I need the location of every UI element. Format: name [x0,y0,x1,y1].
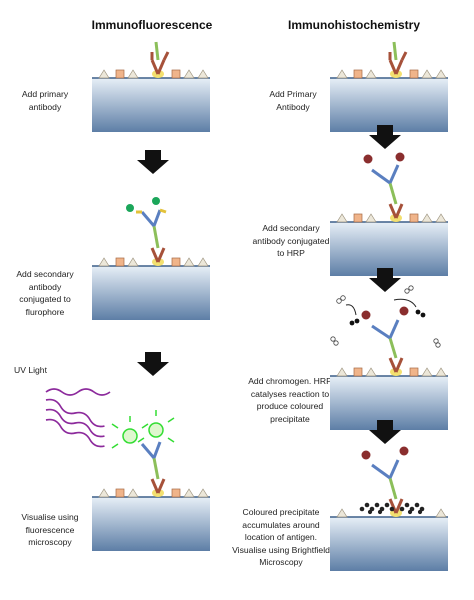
ihc-slide-1 [330,77,448,132]
if-primary-antibody-1 [150,41,170,78]
if-antigens-1 [98,69,209,79]
label-ihc-add-primary: Add Primary Antibody [269,89,317,112]
if-slide-2 [92,265,210,320]
ihc-antigens-1 [336,69,447,79]
if-slide-3 [92,496,210,551]
arrow-ihc-2 [369,268,401,292]
if-antibody-complex-3 [140,441,166,497]
label-ihc-precipitate: Coloured precipitate accumulates around … [232,507,330,567]
if-antigens-2 [98,257,209,267]
arrow-ihc-1 [369,125,401,149]
label-ihc-chromogen: Add chromogen. HRP catalyses reaction to… [248,376,332,424]
ihc-antigens-2 [336,213,447,223]
if-antibody-complex-2 [126,197,167,266]
arrow-if-1 [137,150,169,174]
if-antigens-3 [98,488,209,498]
ihc-slide-4 [330,516,448,571]
right-column-title: Immunohistochemistry [287,18,421,32]
ihc-antibody-complex-3 [361,306,409,376]
ihc-chromogen-reaction [330,285,441,348]
if-slide-1 [92,77,210,132]
ihc-antibody-complex-2 [363,152,405,222]
ihc-antigens-4 [336,508,447,518]
ihc-antigens-3 [336,367,447,377]
fluorescence-glow [111,410,175,449]
left-column-title: Immunofluorescence [91,18,213,32]
label-if-visualise: Visualise using fluorescence microscopy [21,512,79,547]
ihc-antibody-complex-4 [361,446,409,517]
label-uv-light: UV Light [14,365,47,375]
arrow-if-2 [137,352,169,376]
label-if-add-primary: Add primary antibody [21,89,69,112]
label-ihc-add-secondary: Add secondary antibody conjugated to HRP [252,223,330,258]
label-if-add-secondary: Add secondary antibody conjugated to flu… [16,269,74,317]
arrow-ihc-3 [369,420,401,444]
coloured-precipitate [359,502,425,515]
ihc-slide-2 [330,221,448,276]
uv-light-waves [45,388,111,448]
ihc-primary-antibody-1 [388,41,408,78]
